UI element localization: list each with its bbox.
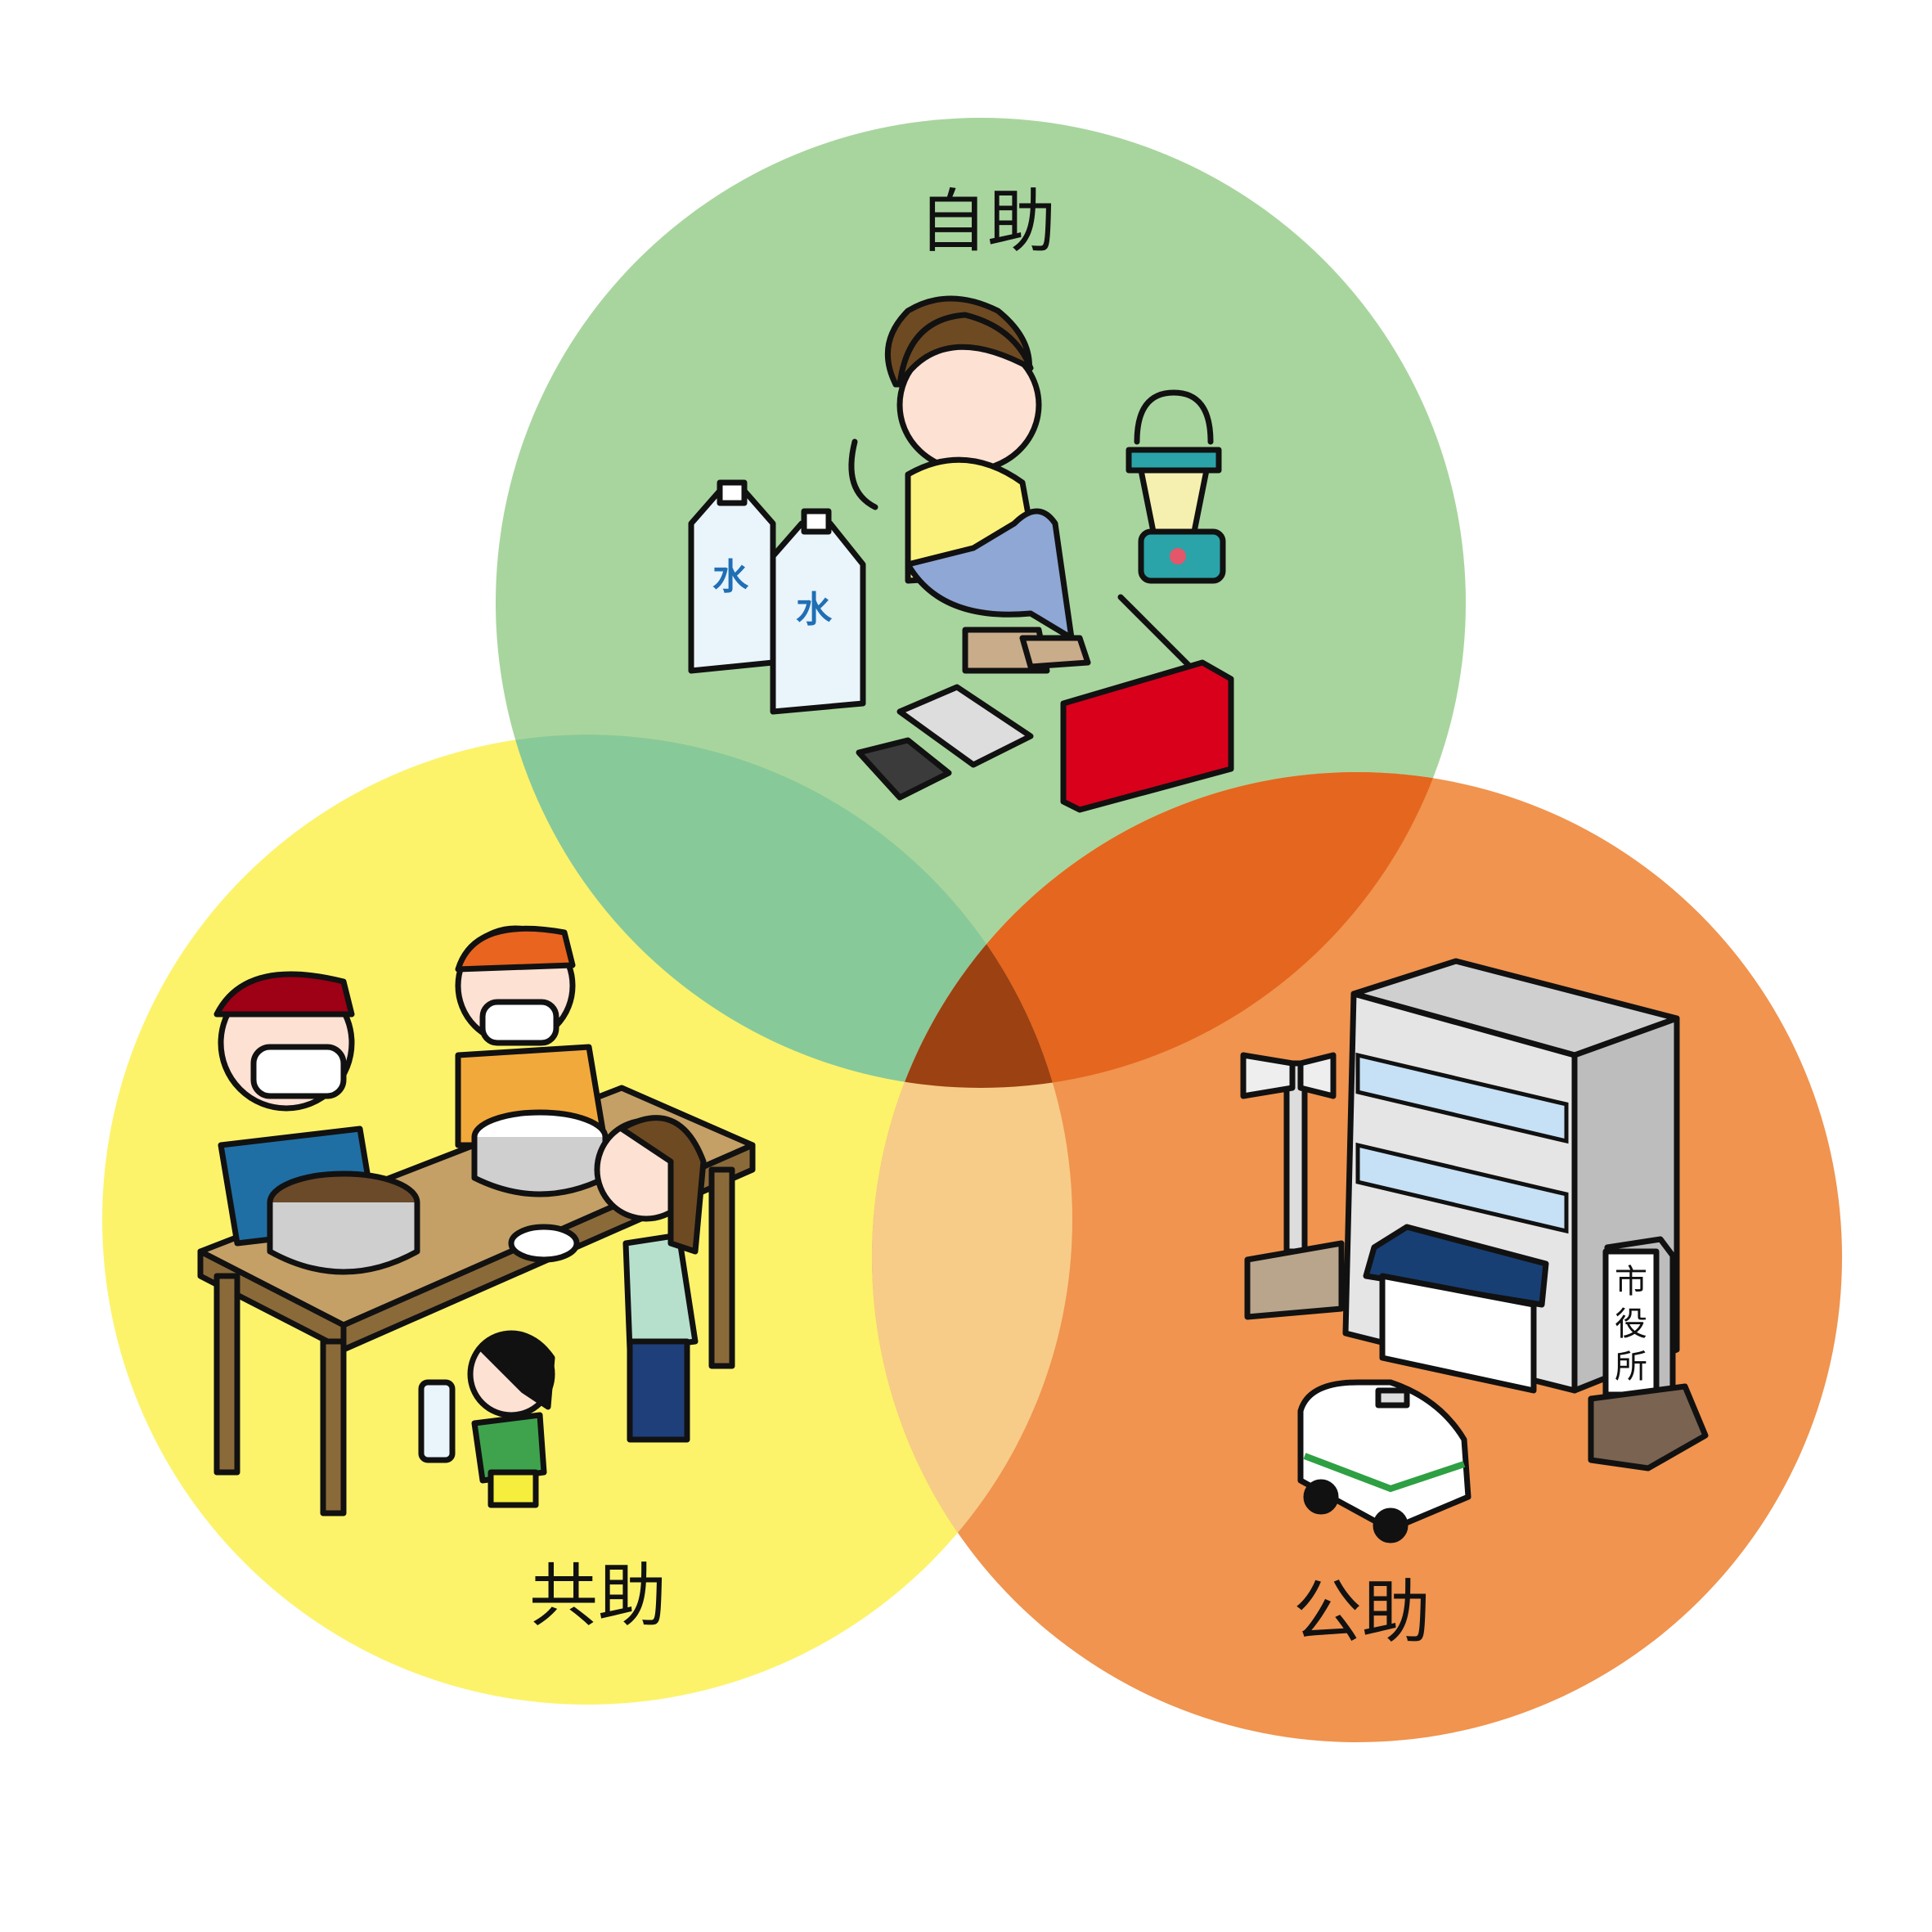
public-help-illustration: 市 役 所	[1240, 958, 1709, 1543]
water-label: 水	[796, 589, 833, 631]
radio-icon	[1060, 594, 1234, 813]
sign-char: 役	[1615, 1305, 1647, 1343]
mutual-help-illustration	[197, 925, 756, 1516]
girl-serving	[508, 1115, 707, 1443]
label-public-help: 公助	[1293, 1572, 1431, 1652]
rice-pot	[471, 1109, 609, 1197]
self-help-illustration: 水 水	[688, 295, 1234, 813]
woman-sitting	[848, 295, 1091, 674]
ambulance-icon	[1297, 1379, 1471, 1543]
lantern-icon	[1126, 389, 1226, 584]
overlap-self-public	[872, 772, 1466, 1088]
mobile-battery-icon	[856, 684, 1034, 801]
water-label: 水	[712, 556, 749, 598]
overlap-self-mutual	[496, 735, 1072, 1088]
sign-char: 所	[1615, 1348, 1647, 1386]
water-bottle: 水	[770, 508, 866, 715]
sign-char: 市	[1615, 1263, 1647, 1301]
cooking-pot	[267, 1170, 420, 1275]
loudspeaker-pole	[1240, 1052, 1345, 1320]
label-self-help: 自助	[919, 182, 1056, 262]
label-mutual-help: 共助	[529, 1556, 667, 1636]
child-with-bottle	[418, 1330, 555, 1508]
water-bottle: 水	[688, 479, 776, 674]
city-hall-sign: 市 役 所	[1588, 1236, 1709, 1471]
